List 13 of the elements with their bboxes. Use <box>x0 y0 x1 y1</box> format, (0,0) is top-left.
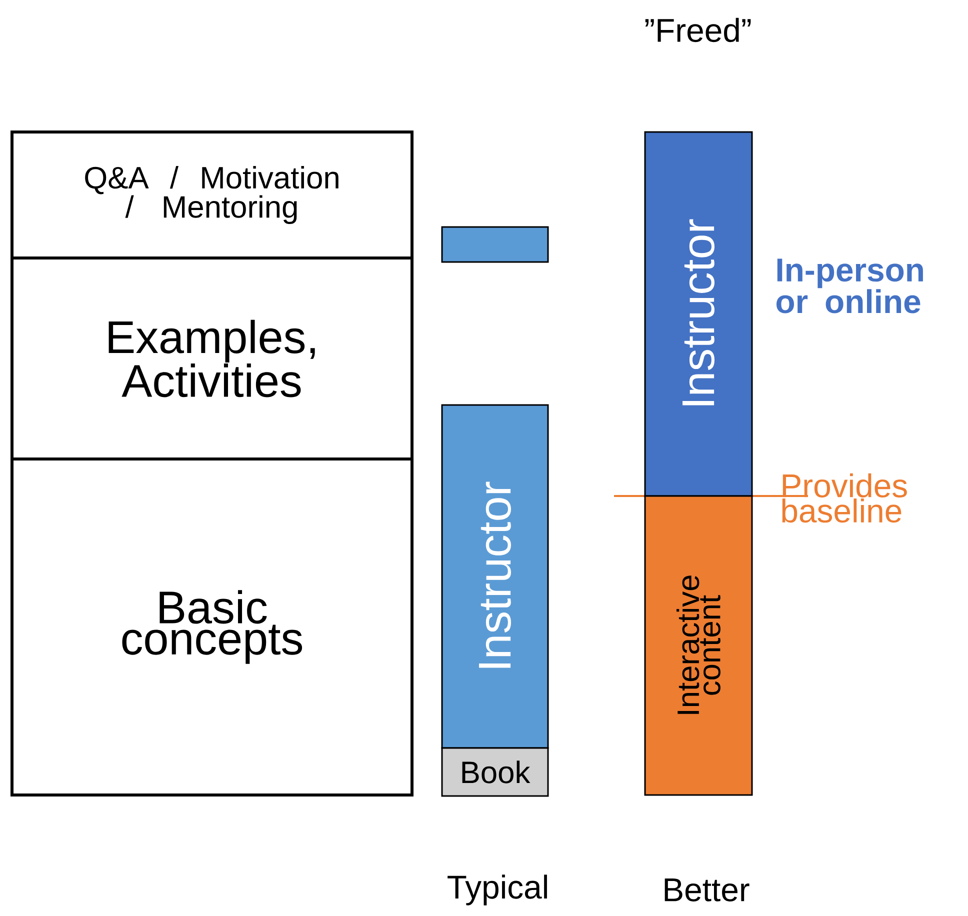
note-text: Provides baseline <box>782 473 907 523</box>
bar: Instructor <box>644 131 753 497</box>
bar: Book <box>441 747 549 797</box>
heading-text: ”Freed” <box>645 18 751 42</box>
column-label: Typical <box>448 874 547 906</box>
bar: Instructor <box>441 404 549 749</box>
column-label: Better <box>664 878 750 902</box>
note-text: In-person or online <box>776 258 923 314</box>
section-box: Basic concepts <box>10 458 414 796</box>
section-box: Examples, Activities <box>10 256 414 460</box>
bar <box>441 226 549 263</box>
section-box: Q&A / Motivation / Mentoring <box>10 130 414 260</box>
bar: Interactive content <box>644 495 753 796</box>
